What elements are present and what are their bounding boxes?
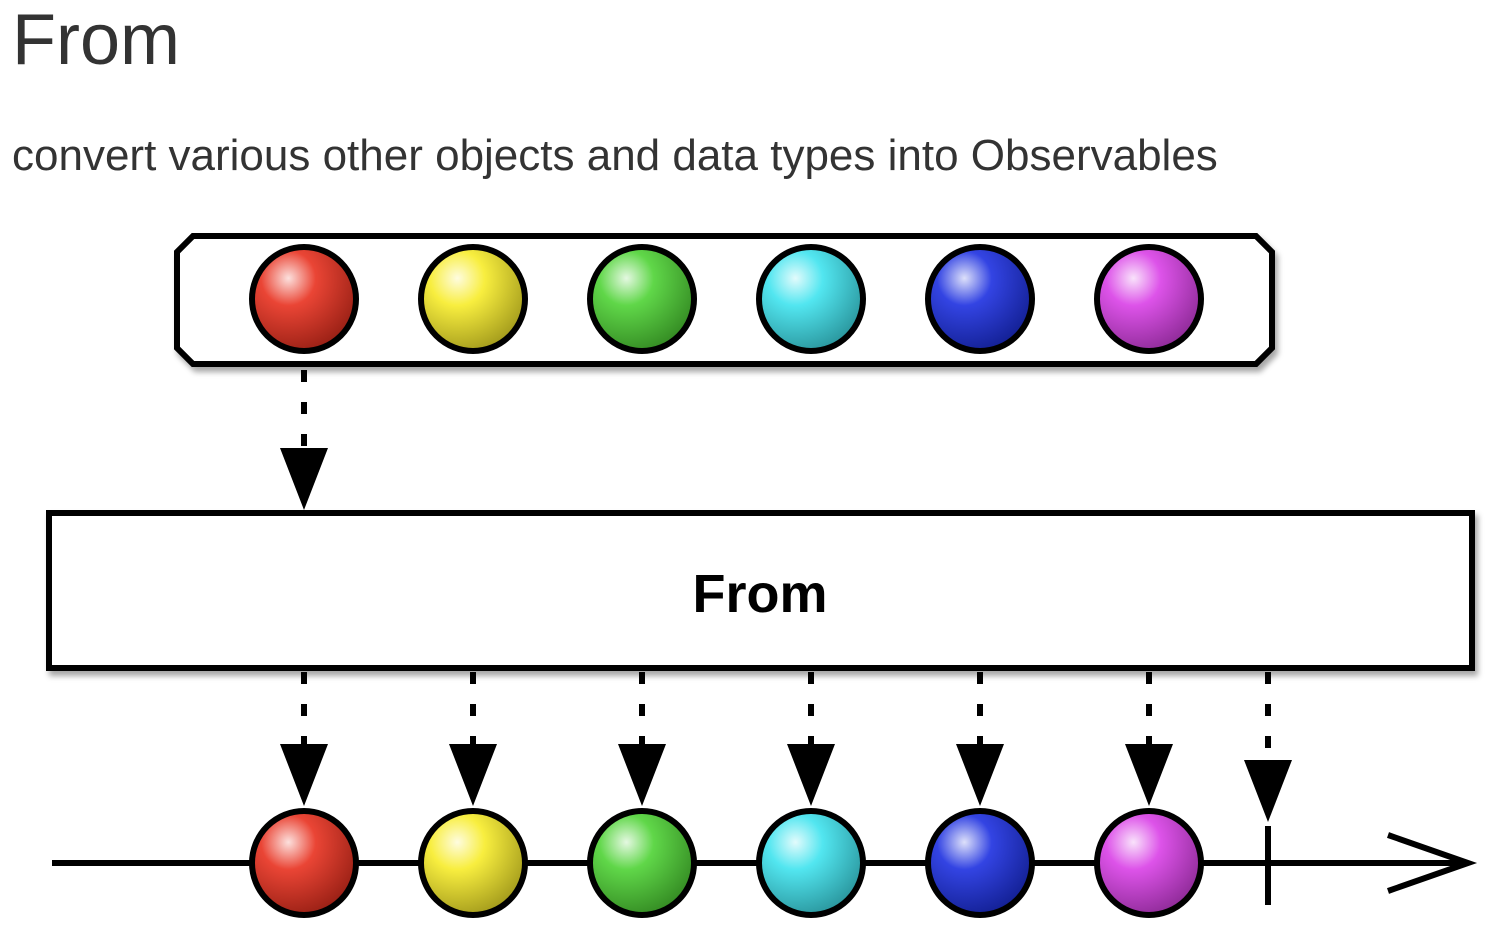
output-arrow-blue <box>956 672 1004 806</box>
completion-arrow <box>1244 672 1292 822</box>
output-arrow-cyan <box>787 672 835 806</box>
output-marble-magenta <box>1094 808 1204 918</box>
output-marble-red <box>249 808 359 918</box>
page-title: From <box>12 0 180 80</box>
input-marble-magenta <box>1094 244 1204 354</box>
output-marbles <box>249 808 1204 918</box>
output-marble-blue <box>925 808 1035 918</box>
input-marble-blue <box>925 244 1035 354</box>
operator-box <box>46 510 1475 671</box>
input-marble-cyan <box>756 244 866 354</box>
operator-label: From <box>693 564 828 624</box>
input-marble-red <box>249 244 359 354</box>
output-marble-green <box>587 808 697 918</box>
input-marble-green <box>587 244 697 354</box>
output-marble-yellow <box>418 808 528 918</box>
page-subtitle: convert various other objects and data t… <box>12 131 1218 180</box>
output-marble-cyan <box>756 808 866 918</box>
output-arrow-magenta <box>1125 672 1173 806</box>
timeline-arrowhead <box>1387 832 1478 894</box>
input-marble-yellow <box>418 244 528 354</box>
input-arrow-red <box>280 370 328 510</box>
input-marbles <box>249 244 1204 354</box>
output-arrow-yellow <box>449 672 497 806</box>
output-arrows <box>280 672 1292 822</box>
input-arrow <box>280 370 328 510</box>
output-arrow-red <box>280 672 328 806</box>
output-arrow-green <box>618 672 666 806</box>
